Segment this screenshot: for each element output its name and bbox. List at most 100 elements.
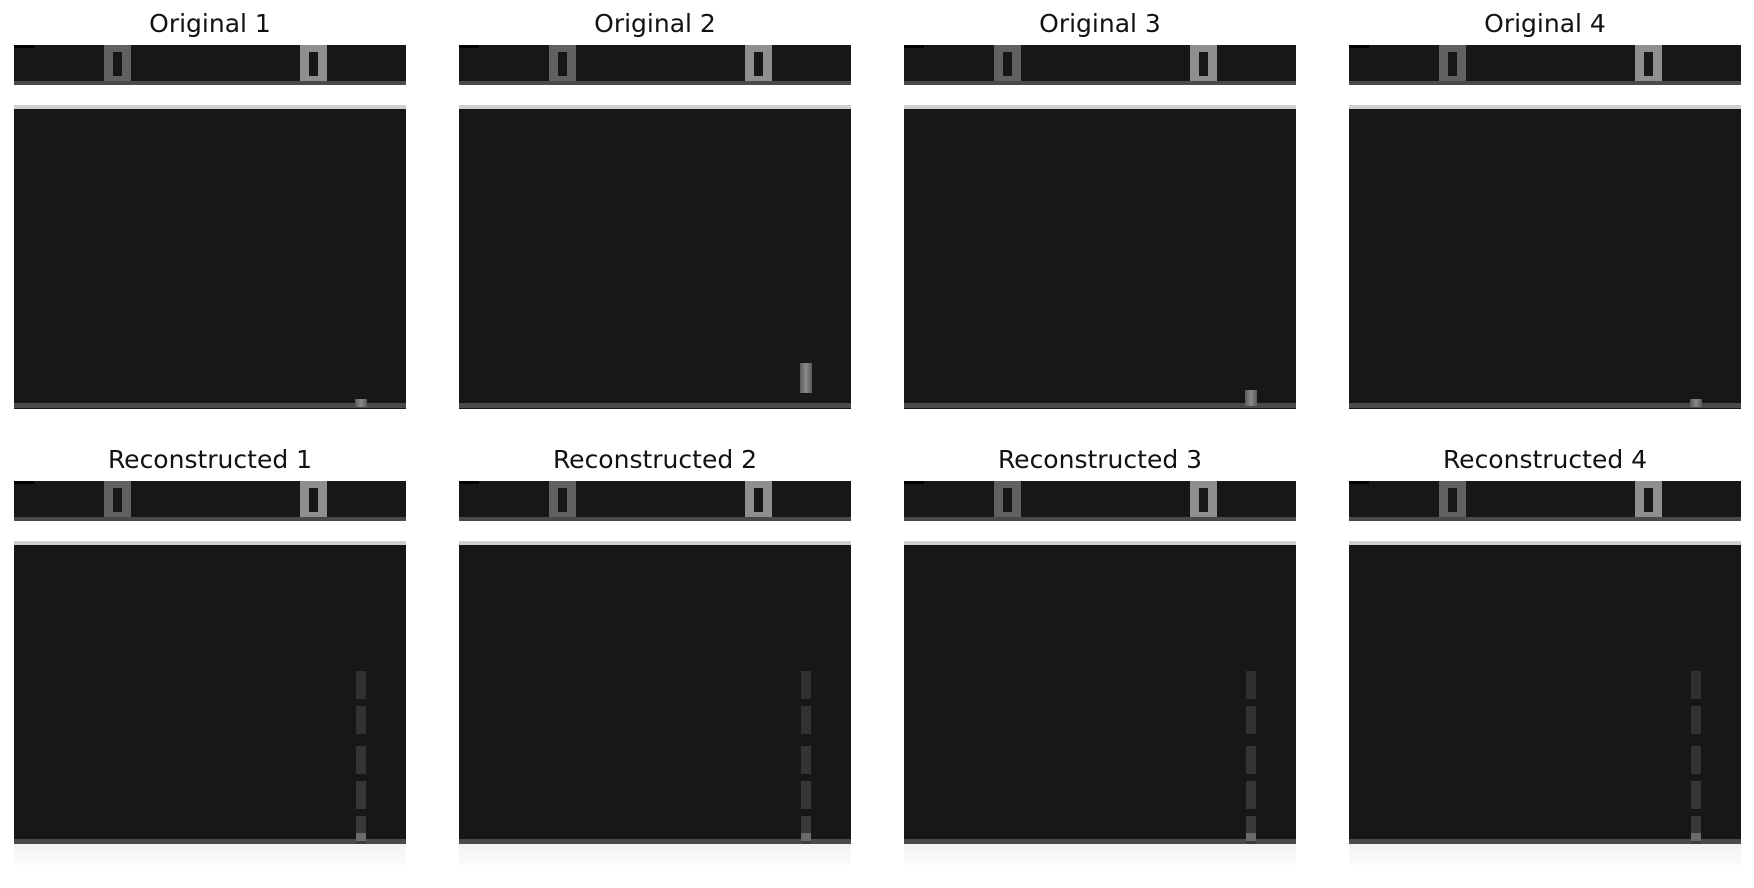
ghost-streak [1691,671,1701,699]
block-slot [1003,52,1012,76]
floor-line [459,839,851,844]
block-slot [1448,488,1457,512]
panel-title-original-3: Original 3 [1039,9,1161,38]
strip-floor [904,517,1296,521]
block-left [1439,45,1466,81]
block-slot [754,488,763,512]
main-screen [459,109,851,409]
block-slot [309,52,318,76]
panel-title-reconstructed-3: Reconstructed 3 [997,445,1203,474]
block-slot [558,52,567,76]
floor-line [459,403,851,408]
top-strip [904,45,1296,81]
main-screen [904,545,1296,845]
strip-floor [459,81,851,85]
ghost-streak [356,671,366,699]
ghost-streak [1691,706,1701,734]
frame-reconstructed-1 [14,481,406,865]
block-right [1190,481,1217,517]
floor-line [14,403,406,408]
ghost-streak [801,706,811,734]
ghost-streak [801,671,811,699]
main-screen [1349,545,1741,845]
block-right [1635,481,1662,517]
block-slot [558,488,567,512]
top-strip [14,45,406,81]
ghost-streak [1246,816,1256,844]
block-left [104,45,131,81]
ghost-streak [1246,706,1256,734]
divider-line [14,105,406,109]
ghost-streak [1246,746,1256,774]
ghost-streak [1246,671,1256,699]
corner-mark [904,45,924,48]
ghost-streak [356,781,366,809]
main-screen [459,545,851,845]
frame-reconstructed-3 [904,481,1296,865]
block-slot [754,52,763,76]
sprite [1690,399,1702,407]
divider-line [459,105,851,109]
block-slot [1644,488,1653,512]
sprite [800,363,812,393]
block-right [1635,45,1662,81]
corner-mark [1349,45,1369,48]
ghost-streak [1246,781,1256,809]
ghost-streak [1691,816,1701,844]
divider-line [459,541,851,545]
block-right [745,45,772,81]
block-right [745,481,772,517]
corner-mark [904,481,924,484]
noise-fringe [1349,844,1741,865]
floor-line [1349,839,1741,844]
ghost-sprite [1691,833,1701,841]
strip-floor [14,517,406,521]
divider-line [904,105,1296,109]
ghost-streak [356,816,366,844]
block-right [300,481,327,517]
panel-title-original-4: Original 4 [1484,9,1606,38]
strip-floor [904,81,1296,85]
top-strip [14,481,406,517]
floor-line [14,839,406,844]
corner-mark [14,481,34,484]
block-left [994,45,1021,81]
divider-line [1349,541,1741,545]
top-strip [904,481,1296,517]
panel-title-reconstructed-4: Reconstructed 4 [1442,445,1648,474]
corner-mark [459,481,479,484]
panel-title-reconstructed-1: Reconstructed 1 [107,445,313,474]
ghost-streak [801,746,811,774]
ghost-streak [356,706,366,734]
block-left [994,481,1021,517]
top-strip [1349,481,1741,517]
floor-line [904,403,1296,408]
block-left [549,45,576,81]
ghost-streak [801,781,811,809]
ghost-sprite [356,833,366,841]
panel-title-original-1: Original 1 [149,9,271,38]
block-right [1190,45,1217,81]
block-slot [1199,52,1208,76]
corner-mark [1349,481,1369,484]
frame-original-2 [459,45,851,429]
noise-fringe [459,844,851,865]
frame-original-4 [1349,45,1741,429]
ghost-streak [801,816,811,844]
block-slot [1644,52,1653,76]
floor-line [904,839,1296,844]
sprite [355,399,367,407]
floor-line [1349,403,1741,408]
noise-fringe [14,844,406,865]
block-left [104,481,131,517]
frame-reconstructed-4 [1349,481,1741,865]
ghost-sprite [801,833,811,841]
ghost-streak [1691,781,1701,809]
sprite [1245,390,1257,406]
block-slot [1199,488,1208,512]
ghost-streak [1691,746,1701,774]
block-right [300,45,327,81]
main-screen [1349,109,1741,409]
strip-floor [459,517,851,521]
ghost-sprite [1246,833,1256,841]
